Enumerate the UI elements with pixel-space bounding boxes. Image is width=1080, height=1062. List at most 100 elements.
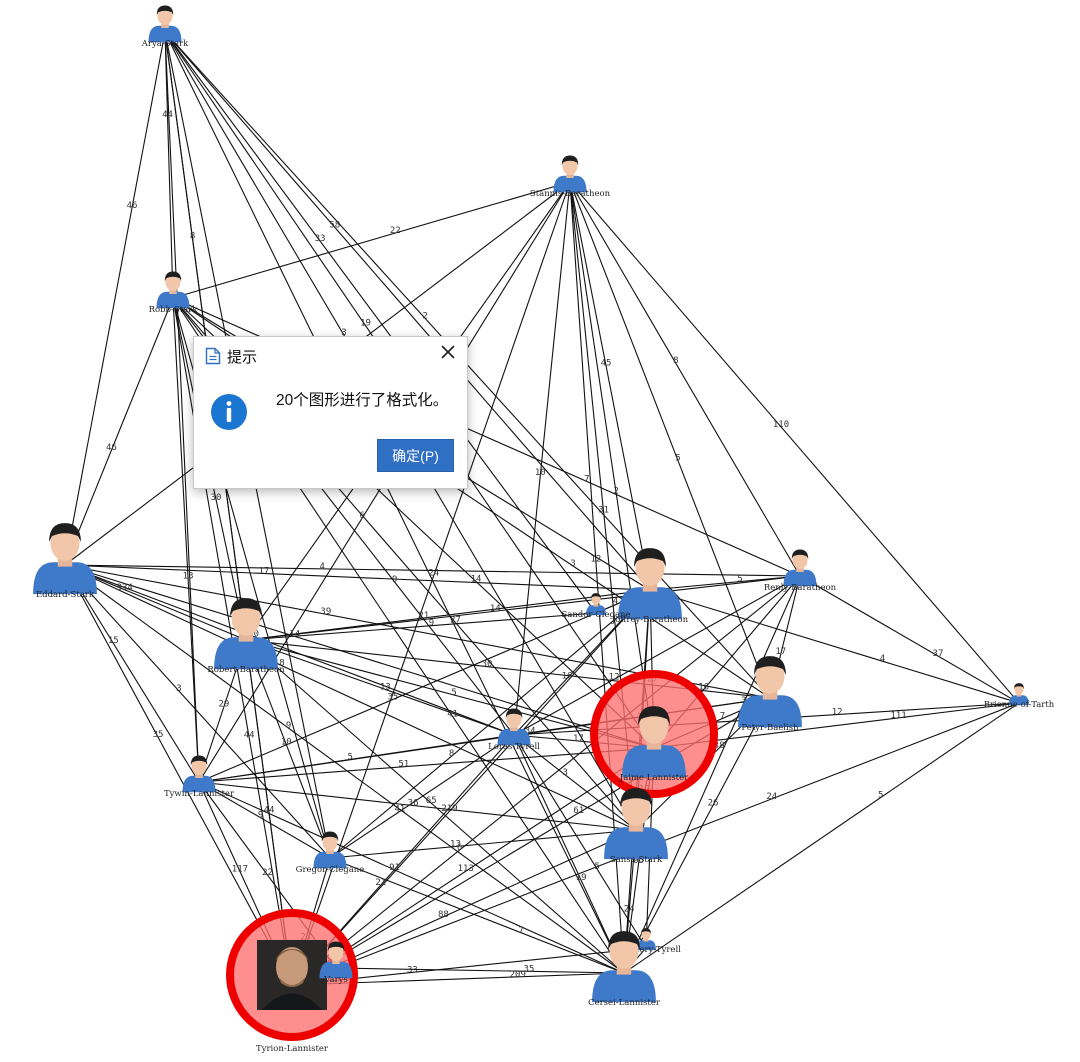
edge-arya-cersei bbox=[164, 31, 625, 974]
edge-label: 9 bbox=[392, 575, 397, 585]
node-label: Tywin-Lannister bbox=[164, 789, 235, 799]
node-label: Loras-Tyrell bbox=[488, 742, 540, 752]
edge-stannis-petyr bbox=[569, 181, 771, 699]
node-varys[interactable]: Varys bbox=[319, 941, 353, 986]
node-sandor[interactable]: Sandor-Clegane bbox=[561, 593, 631, 620]
edge-eddard-joffrey bbox=[64, 564, 651, 591]
node-label: Arya-Stark bbox=[141, 39, 189, 49]
node-label: Brienne-of-Tarth bbox=[984, 700, 1055, 710]
edge-label: 15 bbox=[108, 636, 119, 646]
edge-label: 88 bbox=[438, 910, 449, 920]
edge-label: 9 bbox=[429, 619, 434, 629]
edge-arya-sandor bbox=[164, 31, 597, 614]
edge-label: 209 bbox=[510, 970, 526, 980]
node-label: Joffrey-Baratheon bbox=[611, 615, 689, 625]
edge-tywin-jaime bbox=[198, 747, 655, 783]
edge-eddard-cersei bbox=[64, 564, 625, 974]
edge-label: 7 bbox=[584, 474, 589, 484]
info-icon bbox=[210, 393, 248, 431]
edge-label: 111 bbox=[890, 711, 906, 721]
edges-layer bbox=[64, 31, 1020, 986]
edge-tywin-sansa bbox=[198, 781, 637, 831]
close-icon[interactable] bbox=[439, 343, 457, 361]
person-icon bbox=[738, 656, 802, 728]
edge-eddard-tyrion bbox=[64, 564, 293, 986]
edge-labels-layer: 4446858331334430194222458110122443111105… bbox=[106, 110, 943, 982]
edge-petyr-cersei bbox=[623, 697, 771, 974]
edge-label: 2 bbox=[613, 486, 618, 496]
edge-label: 5 bbox=[675, 454, 680, 464]
node-label: Varys bbox=[323, 975, 348, 985]
edge-label: 12 bbox=[590, 555, 601, 565]
node-jaime[interactable]: Jaime-Lannister bbox=[590, 670, 718, 798]
node-label: Tyrion-Lannister bbox=[256, 1044, 329, 1054]
edge-tywin-gregor bbox=[198, 781, 331, 859]
edge-label: 219 bbox=[441, 804, 457, 814]
node-tyrion[interactable]: Tyrion-Lannister bbox=[226, 909, 358, 1054]
edge-label: 3 bbox=[176, 684, 181, 694]
edge-stannis-jaime bbox=[569, 181, 655, 749]
person-icon bbox=[586, 593, 606, 616]
edge-stannis-joffrey bbox=[569, 181, 651, 591]
person-icon bbox=[592, 931, 656, 1003]
edge-label: 10 bbox=[535, 468, 546, 478]
person-icon bbox=[319, 941, 353, 979]
edge-label: 19 bbox=[576, 873, 587, 883]
person-icon bbox=[182, 755, 216, 793]
edge-label: 34 bbox=[525, 726, 536, 736]
node-label: Sansa-Stark bbox=[610, 855, 663, 865]
edge-robert-loras bbox=[245, 639, 515, 736]
edge-label: 35 bbox=[153, 730, 164, 740]
edge-label: 3 bbox=[741, 696, 746, 706]
edge-eddard-loras bbox=[64, 564, 515, 736]
edge-stannis-renly bbox=[569, 181, 801, 577]
edge-label: 44 bbox=[162, 110, 173, 120]
edge-renly-cersei bbox=[623, 575, 801, 974]
node-renly[interactable]: Renly-Baratheon bbox=[764, 549, 837, 594]
edge-label: 4 bbox=[880, 654, 885, 664]
edge-eddard-tywin bbox=[64, 564, 200, 783]
node-petyr[interactable]: Petyr-Baelish bbox=[738, 656, 802, 733]
edge-label: 8 bbox=[449, 749, 454, 759]
dialog-message: 20个图形进行了格式化。 bbox=[276, 392, 449, 409]
person-icon bbox=[497, 708, 531, 746]
node-tywin[interactable]: Tywin-Lannister bbox=[164, 755, 235, 800]
edge-arya-robb bbox=[164, 31, 174, 299]
node-arya[interactable]: Arya-Stark bbox=[141, 5, 189, 50]
node-eddard[interactable]: Eddard-Stark bbox=[33, 523, 97, 600]
node-sansa[interactable]: Sansa-Stark bbox=[604, 788, 668, 865]
node-label: Petyr-Baelish bbox=[741, 723, 799, 733]
edge-label: 30 bbox=[482, 660, 493, 670]
node-robert[interactable]: Robert-Baratheon bbox=[207, 598, 285, 675]
edge-loras-cersei bbox=[513, 734, 625, 974]
person-icon bbox=[604, 788, 668, 860]
person-icon bbox=[622, 706, 686, 778]
edge-label: 4 bbox=[320, 562, 325, 572]
edge-loras-margaery bbox=[513, 734, 647, 949]
edge-label: 39 bbox=[320, 607, 331, 617]
edge-stannis-brienne bbox=[569, 181, 1020, 704]
edge-robert-sandor bbox=[245, 612, 597, 641]
edge-label: 35 bbox=[524, 964, 535, 974]
person-icon bbox=[636, 928, 656, 951]
edge-robert-cersei bbox=[245, 639, 625, 974]
edge-label: 17 bbox=[775, 647, 786, 657]
edge-label: 91 bbox=[389, 863, 400, 873]
edge-label: 10 bbox=[248, 629, 259, 639]
edge-renly-tyrion bbox=[291, 575, 801, 986]
node-stannis[interactable]: Stannis-Baratheon bbox=[530, 155, 611, 200]
node-robb[interactable]: Robb-Stark bbox=[149, 271, 199, 316]
edge-eddard-renly bbox=[64, 564, 801, 577]
edge-label: 31 bbox=[598, 505, 609, 515]
node-margaery[interactable]: Margaery-Tyrell bbox=[611, 928, 681, 955]
node-joffrey[interactable]: Joffrey-Baratheon bbox=[611, 548, 689, 625]
node-loras[interactable]: Loras-Tyrell bbox=[488, 708, 540, 753]
ok-button[interactable]: 确定(P) bbox=[377, 439, 454, 472]
edge-label: 41 bbox=[447, 710, 458, 720]
node-brienne[interactable]: Brienne-of-Tarth bbox=[984, 683, 1055, 710]
edge-joffrey-renly bbox=[649, 575, 801, 591]
edge-label: 44 bbox=[244, 731, 255, 741]
node-gregor[interactable]: Gregor-Clegane bbox=[296, 831, 365, 876]
node-cersei[interactable]: Cersei-Lannister bbox=[588, 931, 661, 1008]
edge-label: 30 bbox=[211, 493, 222, 503]
